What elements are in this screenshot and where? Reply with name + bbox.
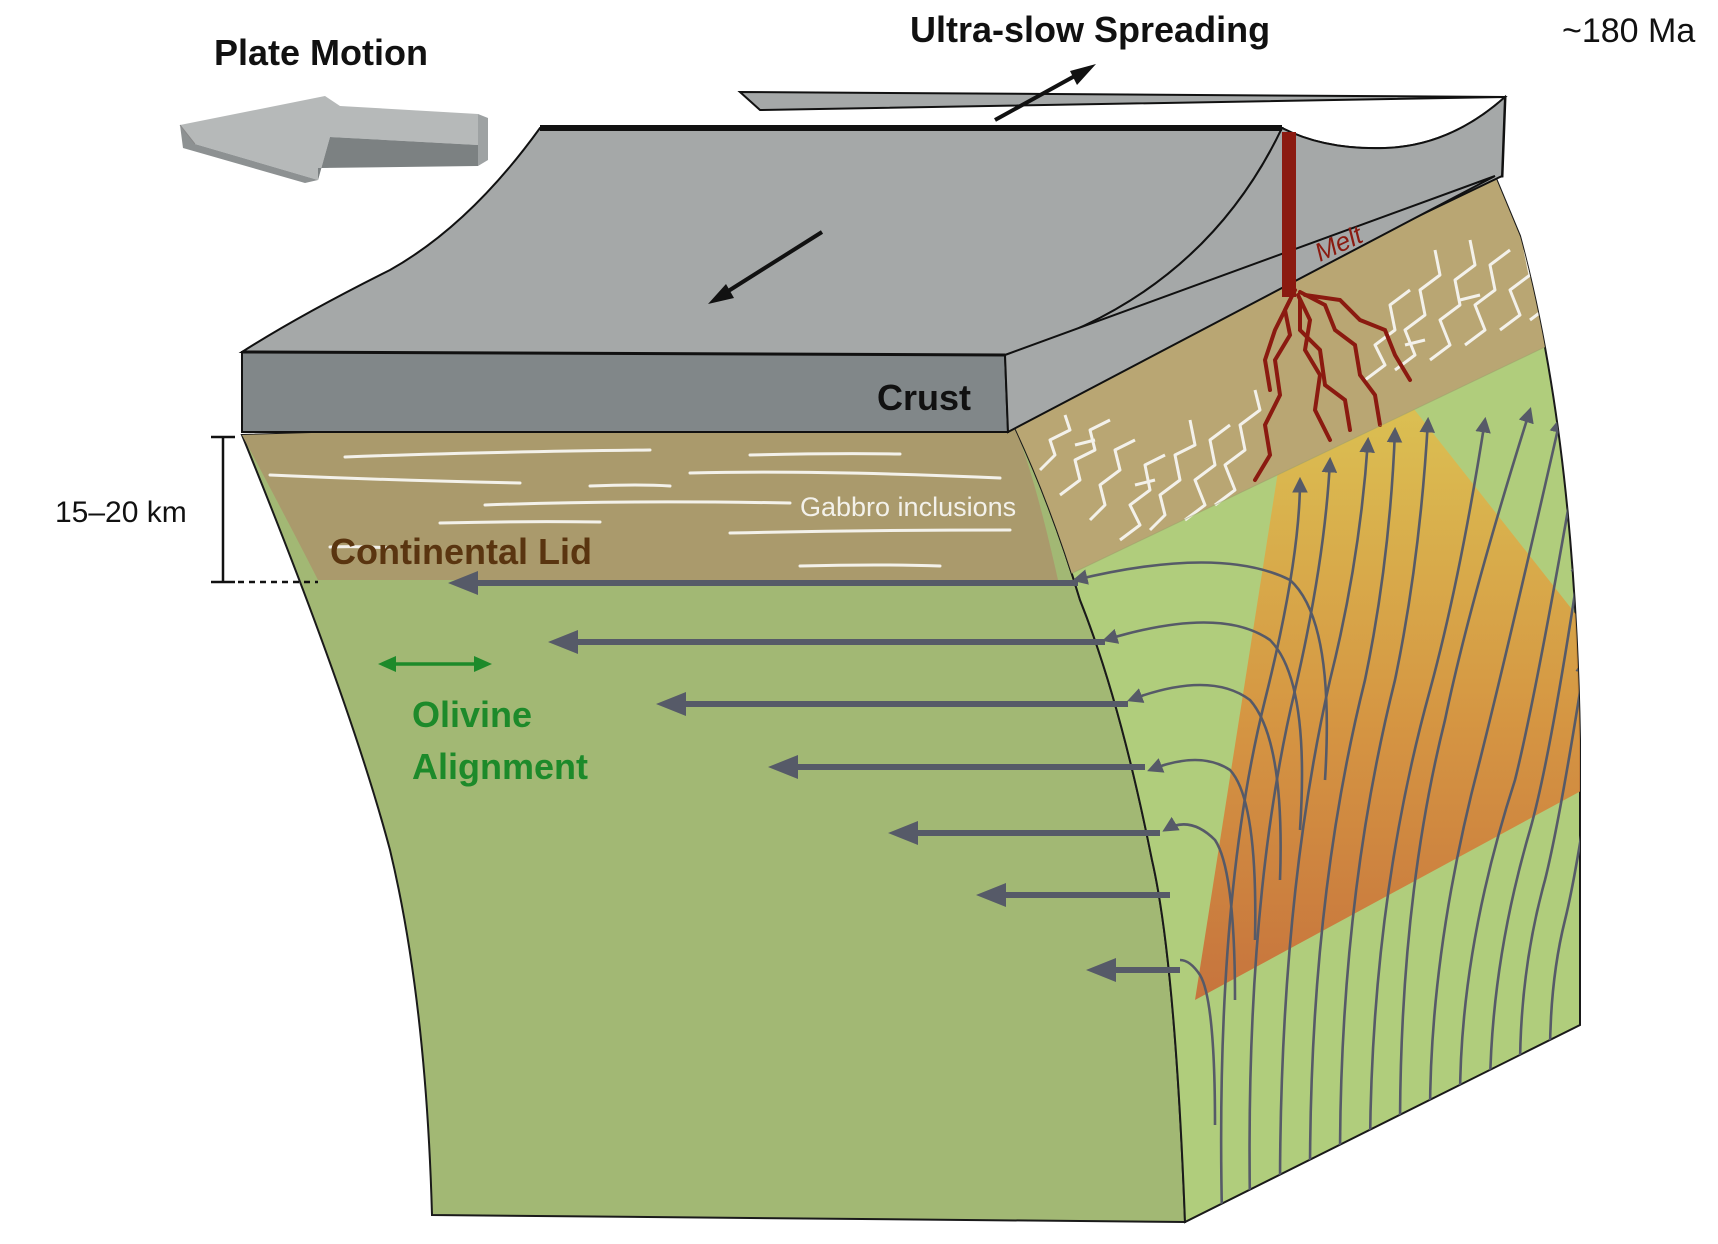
olivine-label: Olivine Alignment	[412, 694, 588, 787]
mantle-flow-arrows	[448, 571, 1180, 982]
upwelling-flow-lines	[1071, 407, 1580, 1216]
flow-arrow	[976, 883, 1170, 907]
crust-label: Crust	[877, 377, 971, 418]
flow-arrow	[656, 692, 1128, 716]
gabbro-inclusions-side	[268, 448, 1012, 568]
flow-arrow	[548, 630, 1105, 654]
gabbro-inclusions-front	[1038, 239, 1557, 542]
flow-arrow	[448, 571, 1078, 595]
melt-conduit	[1282, 132, 1296, 297]
flow-arrow	[768, 755, 1145, 779]
melt-veins	[1253, 288, 1412, 482]
melt-triangle	[1195, 385, 1580, 1000]
plate-motion-arrow-icon	[179, 96, 488, 183]
flow-arrow	[1086, 958, 1180, 982]
gabbro-label: Gabbro inclusions	[800, 492, 1016, 522]
age-label: ~180 Ma	[1562, 12, 1695, 50]
plate-motion-label: Plate Motion	[214, 32, 428, 73]
continental-lid-label: Continental Lid	[330, 531, 592, 572]
spreading-label: Ultra-slow Spreading	[910, 9, 1270, 50]
spreading-direction-arrow	[994, 64, 1096, 122]
olivine-alignment-arrow	[378, 656, 492, 672]
olivine-label-line2: Alignment	[412, 746, 588, 787]
olivine-label-line1: Olivine	[412, 694, 532, 735]
surface-motion-arrow	[708, 230, 824, 304]
flow-arrow	[888, 821, 1160, 845]
crust-front-face	[1003, 175, 1496, 434]
thickness-label: 15–20 km	[55, 496, 187, 529]
thickness-bracket	[211, 435, 318, 584]
